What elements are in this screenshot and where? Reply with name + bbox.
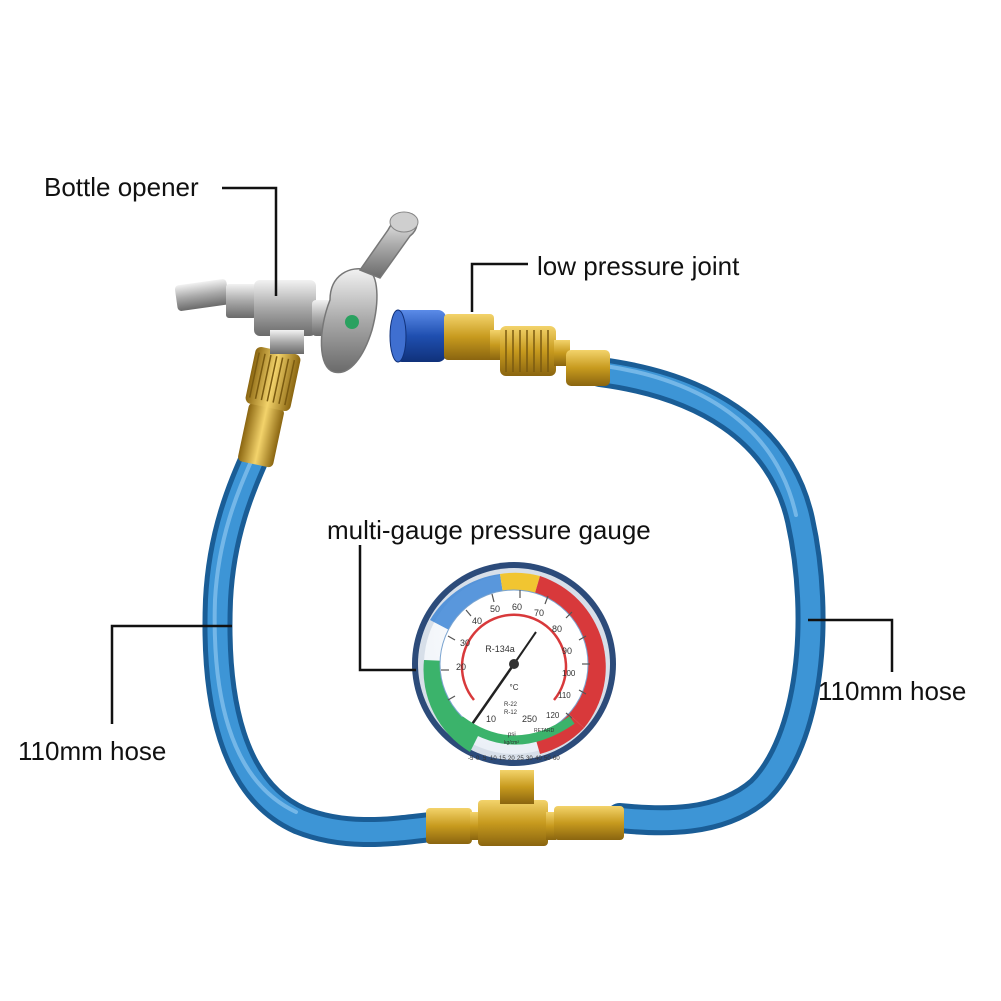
callout-gauge: multi-gauge pressure gauge <box>327 515 651 545</box>
callout-hose-right: 110mm hose <box>818 676 967 706</box>
callout-hose-left: 110mm hose <box>18 736 167 766</box>
callout-low-pressure-joint: low pressure joint <box>537 251 740 281</box>
leader-hose-right <box>808 618 894 672</box>
leader-bottle-opener <box>222 186 278 296</box>
leader-low-pressure-joint <box>470 262 528 312</box>
leader-hose-left <box>110 624 232 724</box>
callout-bottle-opener: Bottle opener <box>44 172 199 202</box>
leader-gauge <box>358 545 416 672</box>
pressure-gauge-dial <box>412 562 616 766</box>
